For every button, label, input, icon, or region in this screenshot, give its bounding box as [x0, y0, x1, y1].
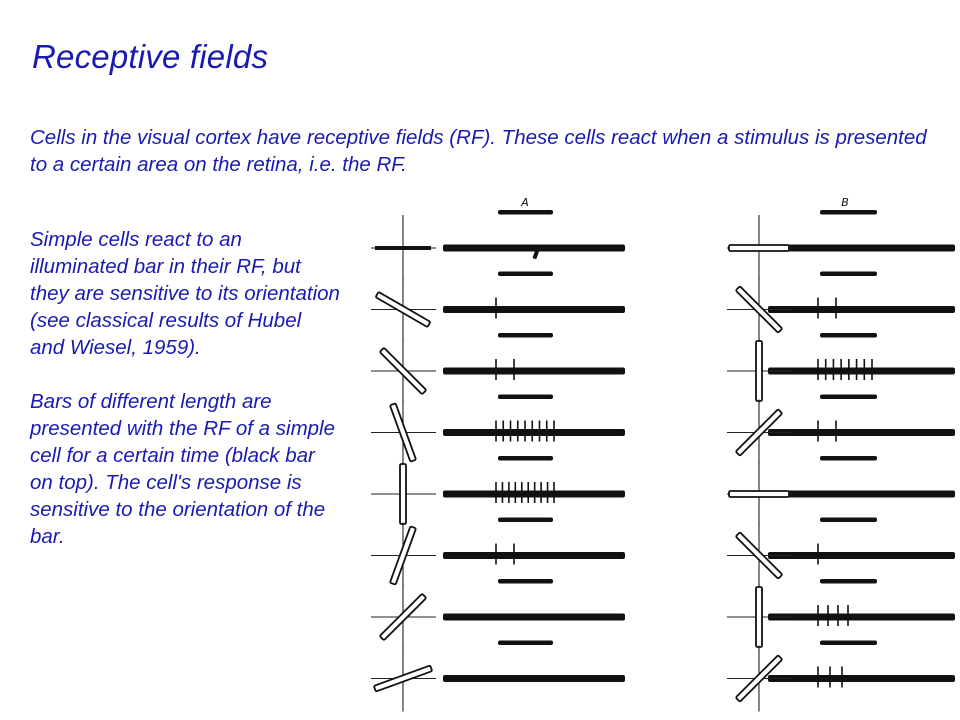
stimulus-bar — [375, 246, 431, 250]
stimulus-bar — [728, 490, 790, 498]
response-trace — [443, 244, 625, 252]
response-trace — [768, 552, 955, 559]
stimulus-bar — [755, 586, 763, 648]
stimulus-timing-bar — [498, 394, 553, 399]
response-trace — [443, 429, 625, 436]
stimulus-bar — [389, 402, 417, 463]
stimulus-timing-bar — [820, 640, 877, 645]
response-trace — [768, 490, 955, 498]
response-trace — [768, 613, 955, 621]
response-trace — [443, 675, 625, 682]
stimulus-timing-bar — [820, 333, 877, 338]
stimulus-bar — [735, 531, 783, 580]
stimulus-bar — [389, 525, 417, 586]
stimulus-timing-bar — [820, 210, 877, 215]
stimulus-bar — [379, 593, 427, 641]
response-trace — [443, 613, 625, 621]
response-trace — [768, 675, 955, 682]
stimulus-timing-bar — [498, 517, 553, 522]
stimulus-timing-bar — [820, 517, 877, 522]
response-trace — [768, 306, 955, 313]
stimulus-timing-bar — [498, 456, 553, 461]
stimulus-timing-bar — [820, 579, 877, 584]
panel-a: A — [371, 196, 625, 712]
response-trace — [768, 367, 955, 375]
stimulus-timing-bar — [498, 579, 553, 584]
stimulus-bar — [375, 291, 431, 328]
stimulus-timing-bar — [498, 210, 553, 215]
stimulus-bar — [728, 244, 790, 252]
stimulus-bar — [735, 654, 783, 703]
response-trace — [768, 429, 955, 436]
stimulus-bar — [755, 340, 763, 402]
stimulus-timing-bar — [498, 640, 553, 645]
stimulus-bar — [735, 285, 783, 334]
side-text: Simple cells react to an illuminated bar… — [30, 226, 340, 550]
stimulus-timing-bar — [498, 271, 553, 276]
response-trace — [443, 367, 625, 375]
panel-b: B — [727, 196, 955, 712]
slide-title: Receptive fields — [32, 38, 269, 75]
stimulus-bar — [373, 664, 433, 693]
stimulus-timing-bar — [820, 394, 877, 399]
intro-text: Cells in the visual cortex have receptiv… — [30, 126, 927, 176]
response-trace — [443, 306, 625, 313]
stimulus-timing-bar — [498, 333, 553, 338]
side-paragraph-orientation: Simple cells react to an illuminated bar… — [30, 228, 340, 359]
stimulus-bar — [735, 408, 783, 457]
stimulus-bar — [399, 463, 407, 525]
stimulus-timing-bar — [820, 271, 877, 276]
response-trace — [768, 244, 955, 252]
panel-label: B — [841, 196, 849, 209]
response-trace — [443, 552, 625, 559]
panel-label: A — [520, 196, 529, 209]
trace-artifact — [532, 249, 539, 260]
stimulus-bar — [379, 347, 427, 395]
side-paragraph-bars: Bars of different length are presented w… — [30, 390, 335, 548]
stimulus-timing-bar — [820, 456, 877, 461]
